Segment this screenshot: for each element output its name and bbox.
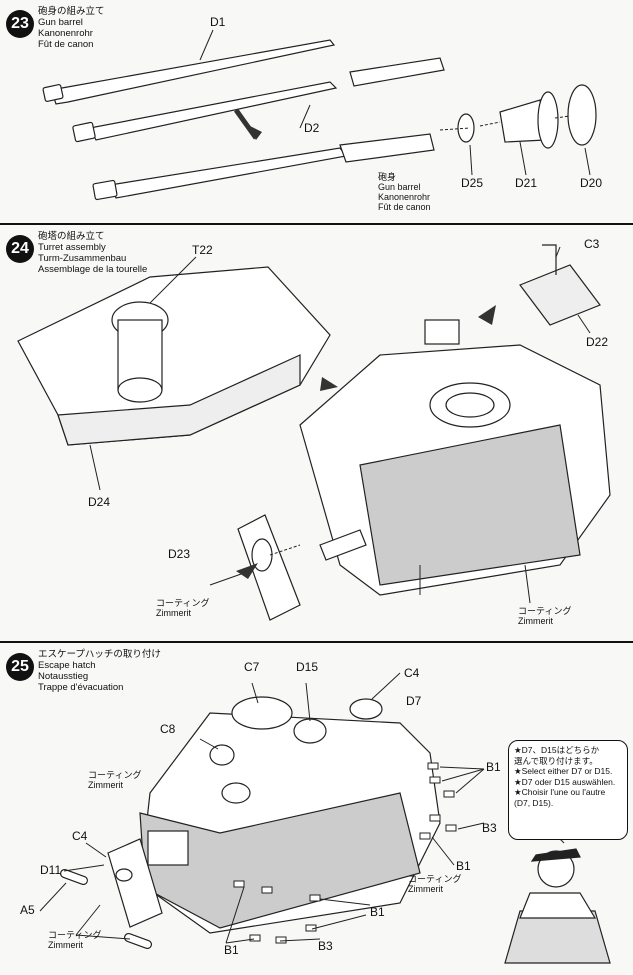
step-24-panel: 24 砲塔の組み立て Turret assembly Turm-Zusammen… — [0, 225, 633, 643]
label-d21: D21 — [515, 176, 538, 190]
barrel-assembled-front — [339, 133, 435, 163]
step-number-badge: 24 — [6, 235, 34, 263]
label-b1-bottom: B1 — [224, 943, 239, 957]
soldier-cap — [530, 848, 581, 862]
part-d23 — [237, 514, 301, 621]
label-b1-right: B1 — [486, 760, 501, 774]
label-c7: C7 — [244, 660, 260, 674]
barrel-d2-breech — [72, 121, 96, 143]
part-d21-flange — [537, 91, 559, 149]
part-a5 — [124, 932, 152, 950]
arrow-icon — [320, 377, 338, 391]
zimmerit-label: コーティング Zimmerit — [48, 930, 102, 950]
label-d24: D24 — [88, 495, 111, 509]
barrel-d1 — [51, 39, 336, 105]
label-c3: C3 — [584, 237, 600, 251]
soldier-hatch — [504, 910, 611, 964]
step-number-badge: 25 — [6, 653, 34, 681]
label-t22: T22 — [192, 243, 213, 257]
zimmerit-label: コーティング Zimmerit — [156, 598, 210, 618]
barrel-assembled — [109, 147, 348, 199]
step-number-badge: 23 — [6, 10, 34, 38]
label-d25: D25 — [461, 176, 484, 190]
escape-hatch-diagram — [39, 672, 611, 964]
label-d7: D7 — [406, 694, 422, 708]
callout-gun-barrel: 砲身 Gun barrel Kanonenrohr Fût de canon — [378, 172, 431, 212]
label-b3-bottom: B3 — [318, 939, 333, 953]
zimmerit-label: コーティング Zimmerit — [408, 874, 462, 894]
turret-assembly-diagram — [17, 244, 611, 621]
label-d15: D15 — [296, 660, 319, 674]
part-a5 — [60, 868, 88, 886]
mantlet-pin — [319, 529, 367, 561]
label-c4-left: C4 — [72, 829, 88, 843]
part-c7 — [231, 696, 293, 730]
label-a5: A5 — [20, 903, 35, 917]
step-25-panel: 25 エスケープハッチの取り付け Escape hatch Notausstie… — [0, 643, 633, 975]
barrel-d2 — [89, 81, 338, 141]
label-b3-right: B3 — [482, 821, 497, 835]
part-d7 — [349, 698, 383, 720]
speech-bubble-note: ★D7、D15はどちらか 選んで取り付けます。 ★Select either D… — [508, 740, 628, 840]
label-b1-lower-right: B1 — [456, 859, 471, 873]
label-d23: D23 — [168, 547, 191, 561]
label-d11: D11 — [40, 863, 62, 877]
barrel-assembled-breech — [92, 179, 118, 201]
part-d11 — [107, 838, 163, 928]
part-c4 — [115, 868, 133, 882]
arrow-icon — [478, 305, 496, 325]
zimmerit-label: コーティング Zimmerit — [88, 770, 142, 790]
label-b1-center: B1 — [370, 905, 385, 919]
label-c4-top: C4 — [404, 666, 420, 680]
part-c3 — [542, 244, 557, 275]
part-d20 — [567, 84, 597, 146]
part-d15 — [293, 718, 327, 744]
part-c8 — [209, 744, 235, 766]
label-d1: D1 — [210, 15, 226, 29]
gun-barrel-diagram — [42, 29, 597, 201]
step-title: 砲塔の組み立て Turret assembly Turm-Zusammenbau… — [38, 231, 148, 275]
step-title: 砲身の組み立て Gun barrel Kanonenrohr Fût de ca… — [38, 6, 105, 50]
label-c8: C8 — [160, 722, 176, 736]
step-title: エスケープハッチの取り付け Escape hatch Notausstieg T… — [38, 649, 161, 693]
step-23-panel: 23 砲身の組み立て Gun barrel Kanonenrohr Fût de… — [0, 0, 633, 225]
part-d22 — [519, 264, 601, 326]
hatch-part — [424, 319, 460, 345]
arrow-icon — [236, 563, 258, 579]
zimmerit-coating-area — [359, 424, 581, 586]
barrel-d2-front — [349, 57, 445, 87]
barrel-d1-breech — [42, 84, 64, 102]
label-d2: D2 — [304, 121, 320, 135]
zimmerit-label: コーティング Zimmerit — [518, 606, 572, 626]
label-d20: D20 — [580, 176, 603, 190]
label-d22: D22 — [586, 335, 609, 349]
